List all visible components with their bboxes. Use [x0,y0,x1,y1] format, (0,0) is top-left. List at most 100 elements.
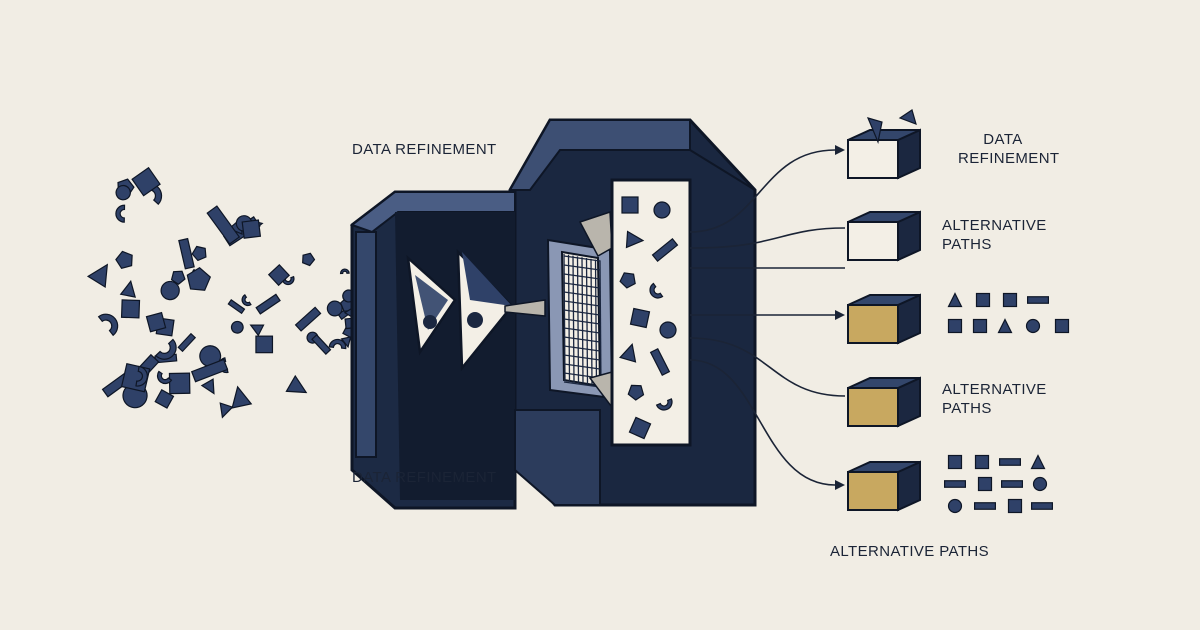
scatter-shape [131,166,161,197]
label-output-4-line-2: PATHS [942,400,992,417]
sorted-shape [1001,480,1023,488]
scatter-shape [227,299,246,315]
label-output-2: ALTERNATIVE PATHS [942,216,1047,254]
scatter-shape [168,372,191,395]
output-box-2 [847,210,921,262]
column-shape [659,321,677,339]
sorting-column [610,178,692,447]
column-shape [619,343,637,363]
output-box-1 [847,128,921,180]
scatter-shape [200,378,215,395]
output-path-6 [689,359,836,486]
scatter-shape [255,335,274,354]
scatter-shape [115,184,131,201]
output-path-5 [689,337,846,397]
sorted-shape [1007,498,1023,514]
column-shape [649,347,671,377]
output-boxes [847,109,921,512]
scatter-shape [267,263,291,287]
sorted-shape [999,458,1021,466]
column-shape [649,282,664,299]
scatter-shape [135,365,148,387]
scatter-shape [115,250,133,270]
scatter-shape [339,268,350,275]
sorted-shape [1032,476,1048,492]
scatter-shape [230,320,244,334]
sorted-shape [977,476,993,492]
label-output-1-line-1: DATA [983,131,1023,148]
sorted-shape [997,318,1013,334]
column-shape [627,384,645,401]
label-data-refinement-bottom: DATA REFINEMENT [352,469,497,486]
sorted-shape [947,498,963,514]
scatter-shape [177,332,197,353]
scatter-shape [97,313,119,337]
scatter-shape [160,280,180,301]
scatter-shape [156,370,173,385]
label-output-1-line-2: REFINEMENT [958,150,1060,167]
sorted-shape [1030,454,1046,470]
sorted-shape [947,318,963,334]
scattered-data-shapes [86,166,395,419]
scatter-shape [219,402,234,419]
scatter-shape [170,270,186,285]
output-path-1 [689,149,836,233]
sorted-shape [944,480,966,488]
scatter-shape [249,324,265,337]
scatter-shape [191,245,207,262]
label-output-1: DATA REFINEMENT [958,130,1060,168]
scatter-shape [145,311,167,333]
scatter-shape [241,219,262,239]
column-shape [651,237,679,263]
sorted-shape [947,292,963,308]
column-shape [655,398,673,411]
column-shape [629,307,651,329]
sorted-shape [947,454,963,470]
output-box-3 [847,293,921,345]
sorted-shape [1027,296,1049,304]
scatter-shape [285,374,308,394]
output-paths [689,145,846,490]
arrow-head [835,480,845,490]
scatter-shape [120,299,141,319]
scatter-shape [231,385,253,409]
output-box-4 [847,376,921,428]
scatter-shape [328,338,347,350]
scatter-shape [115,204,126,223]
sorted-shape [975,292,991,308]
label-data-refinement-top: DATA REFINEMENT [352,141,497,158]
scatter-shape [302,252,316,267]
scatter-shape [154,338,177,360]
scatter-shape [255,293,281,315]
column-shape [619,272,636,289]
label-output-2-line-1: ALTERNATIVE [942,217,1047,234]
output-box-5 [847,460,921,512]
scatter-shape [311,334,332,355]
column-shape [621,196,639,214]
flying-shape [866,117,883,145]
arrow-head [835,145,845,155]
column-shape [653,201,671,219]
sorted-shape [974,454,990,470]
sorted-shapes [944,292,1070,514]
sorted-shape [1054,318,1070,334]
scatter-shape [119,279,137,298]
scatter-shape [294,306,322,332]
sorted-shape [972,318,988,334]
label-output-4-line-1: ALTERNATIVE [942,381,1047,398]
column-shape [625,230,645,249]
funnel-cones [406,248,546,372]
sorted-shape [974,502,996,510]
label-alternative-paths-bottom: ALTERNATIVE PATHS [830,543,990,560]
sorted-shape [1002,292,1018,308]
label-output-2-line-2: PATHS [942,236,992,253]
arrow-head [835,310,845,320]
scatter-shape [154,389,175,409]
label-output-4: ALTERNATIVE PATHS [942,380,1047,418]
scatter-shape [178,237,195,270]
scatter-shape [186,267,212,291]
scatter-shape [241,294,252,307]
mesh-filter [546,210,642,419]
